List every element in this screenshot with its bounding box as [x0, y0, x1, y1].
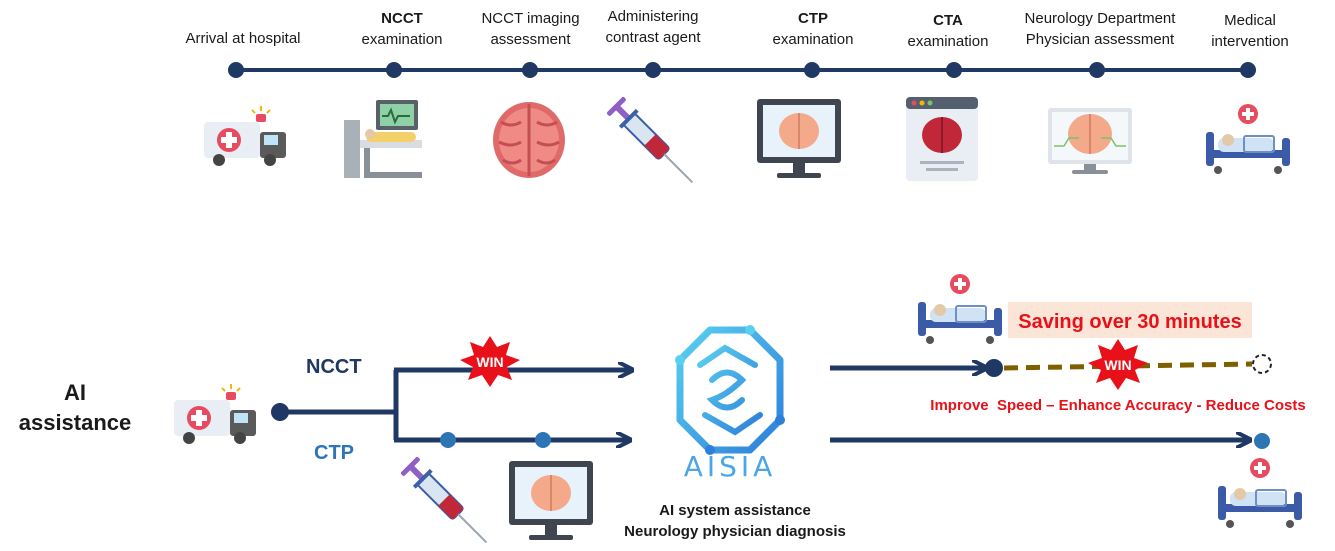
- step-label-ncct-imaging: NCCT imaging assessment: [481, 10, 580, 48]
- syringe-icon: [605, 95, 702, 192]
- saving-text: Saving over 30 minutes: [1018, 311, 1241, 333]
- ct-scanner-icon: [344, 100, 422, 178]
- svg-text:WIN: WIN: [476, 354, 503, 370]
- step-label-intervention: Medical intervention: [1211, 12, 1289, 50]
- aisia-logo: [675, 325, 785, 455]
- ambulance-icon: [203, 105, 287, 167]
- timeline-node: [645, 62, 661, 78]
- branch-label-ctp: CTP: [314, 442, 354, 464]
- win-badge: WIN: [460, 336, 520, 387]
- monitor-brain-icon: [1048, 108, 1132, 174]
- step-label-ncct-exam: NCCT examination: [361, 10, 443, 48]
- timeline-node: [522, 62, 538, 78]
- start-node: [271, 403, 289, 421]
- hospital-bed-icon: [1217, 457, 1303, 529]
- timeline-node: [1089, 62, 1105, 78]
- branch-label-ncct: NCCT: [306, 356, 362, 378]
- benefits-text: Improve Speed – Enhance Accuracy - Reduc…: [930, 397, 1305, 414]
- ctp-node: [535, 432, 551, 448]
- timeline-node: [386, 62, 402, 78]
- hospital-bed-icon: [1205, 103, 1291, 175]
- ambulance-icon: [173, 383, 257, 445]
- timeline-node: [804, 62, 820, 78]
- timeline-nodes: [228, 62, 1256, 78]
- cta-scan-icon: [906, 97, 978, 181]
- step-label-neurology: Neurology Department Physician assessmen…: [1024, 10, 1176, 48]
- timeline-node: [1240, 62, 1256, 78]
- hospital-bed-icon: [917, 273, 1003, 345]
- timeline-node: [946, 62, 962, 78]
- svg-text:WIN: WIN: [1104, 357, 1131, 373]
- step-label-contrast: Administering contrast agent: [605, 8, 701, 46]
- ai-assistance-title: AI assistance: [18, 380, 132, 435]
- syringe-icon: [399, 455, 496, 551]
- monitor-brain-icon: [756, 98, 842, 179]
- step-label-arrival: Arrival at hospital: [185, 30, 301, 47]
- brain-icon: [491, 100, 567, 180]
- ctp-node: [440, 432, 456, 448]
- traditional-path-node: [1252, 354, 1272, 374]
- system-caption: AI system assistance Neurology physician…: [624, 502, 846, 540]
- traditional-end-node: [1254, 433, 1270, 449]
- ai-path-node: [985, 359, 1003, 377]
- step-label-ctp-exam: CTP examination: [772, 10, 854, 48]
- monitor-brain-icon: [508, 460, 594, 541]
- aisia-logo-text: AISIA: [684, 450, 777, 483]
- saving-box: [1008, 302, 1252, 338]
- win-badge: WIN: [1088, 339, 1148, 390]
- step-label-cta-exam: CTA examination: [907, 12, 989, 50]
- timeline-node: [228, 62, 244, 78]
